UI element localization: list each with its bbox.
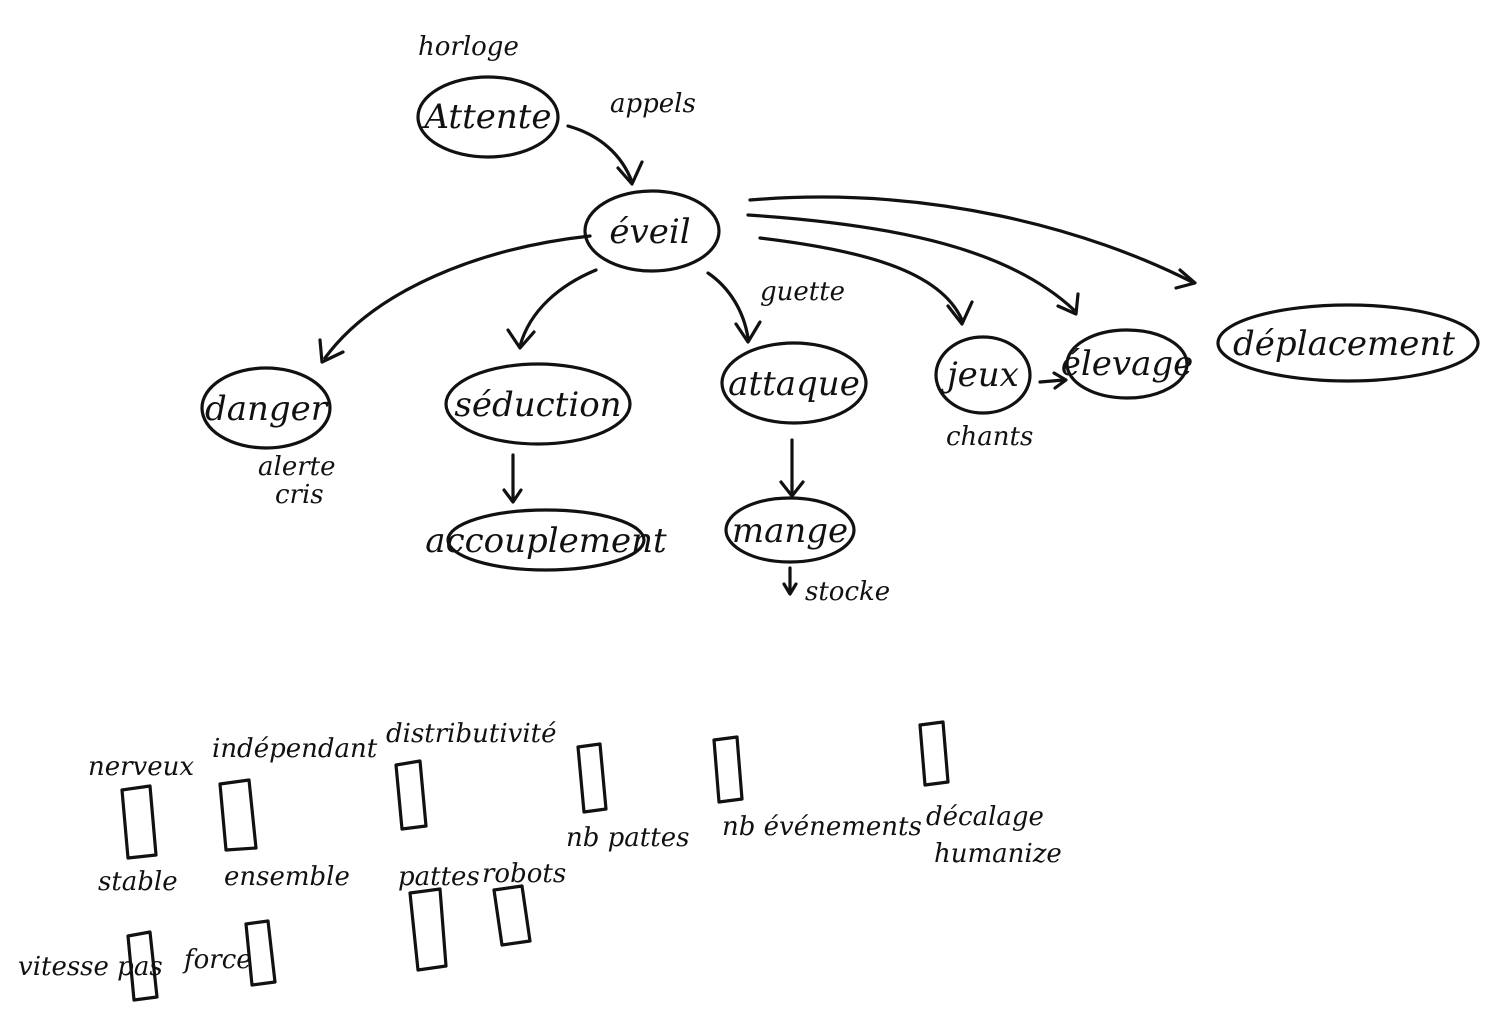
node-seduction-label: séduction (454, 385, 621, 425)
node-danger-shape (200, 366, 332, 450)
slider-force[interactable]: force (182, 919, 277, 987)
node-deplacement-shape (1216, 303, 1480, 383)
node-seduction: séduction (444, 362, 632, 446)
slider-vitesse-pas[interactable]: vitesse pas (18, 930, 163, 1002)
arrowhead-eveil-deplacement (1174, 268, 1197, 290)
edge-eveil-attaque (706, 271, 750, 340)
note-horloge: horloge (418, 32, 519, 62)
node-eveil: éveil (583, 189, 721, 273)
slider-label-humanize: humanize (934, 839, 1062, 869)
note-guette: guette (760, 277, 845, 307)
node-attente-label: Attente (421, 97, 551, 137)
slider-label-stable: stable (98, 867, 178, 897)
edge-eveil-seduction (518, 268, 598, 348)
node-deplacement: déplacement (1216, 303, 1480, 383)
note-alerte: alerte (258, 452, 335, 482)
node-seduction-shape (444, 362, 632, 446)
node-mange: mange (724, 496, 856, 564)
edge-attente-eveil (566, 124, 634, 184)
slider-label-nb-pattes: nb pattes (566, 823, 689, 853)
controls: nerveux stable indépendant ensemble dist… (18, 719, 1062, 1002)
arrowhead-eveil-attaque (734, 320, 762, 344)
slider-track-distributivite[interactable] (394, 759, 428, 831)
slider-track-decalage-humanize[interactable] (918, 720, 950, 787)
node-attente-shape (416, 75, 560, 159)
node-elevage: élevage (1061, 328, 1193, 400)
node-mange-shape (724, 496, 856, 564)
slider-track-nb-pattes[interactable] (576, 742, 608, 814)
arrowhead-eveil-elevage (1056, 292, 1080, 316)
slider-independant-ensemble[interactable]: indépendant ensemble (212, 734, 378, 892)
node-attente: Attente (416, 75, 560, 159)
slider-track-nb-evenements[interactable] (712, 735, 744, 804)
slider-nb-pattes[interactable]: nb pattes (566, 742, 689, 853)
node-deplacement-label: déplacement (1233, 324, 1455, 364)
notes: horloge appels guette alerte cris chants… (258, 32, 1033, 607)
slider-track-independant-ensemble[interactable] (218, 778, 258, 852)
node-elevage-shape (1065, 328, 1189, 400)
slider-label-pattes: pattes (398, 862, 480, 892)
note-chants: chants (946, 422, 1033, 452)
slider-label-vitesse-pas: vitesse pas (18, 952, 163, 982)
arrowhead-attaque-mange (779, 480, 805, 498)
arrowhead-attente-eveil (616, 160, 644, 186)
edge-jeux-elevage (1038, 378, 1066, 384)
slider-label-nb-evenements: nb événements (722, 812, 922, 842)
node-danger-label: danger (205, 389, 329, 429)
arrowhead-jeux-elevage (1052, 371, 1068, 390)
slider-robots[interactable]: robots (482, 859, 566, 947)
arrowhead-seduction-accouplement (502, 488, 523, 504)
slider-nerveux-stable[interactable]: nerveux stable (88, 752, 194, 897)
edges (318, 124, 1197, 596)
node-eveil-label: éveil (609, 212, 690, 252)
node-jeux: jeux (934, 335, 1032, 415)
note-cris: cris (275, 480, 324, 510)
node-attaque-shape (720, 341, 868, 425)
node-jeux-label: jeux (940, 355, 1019, 395)
slider-nb-evenements[interactable]: nb événements (712, 735, 922, 842)
slider-decalage-humanize[interactable]: décalage humanize (918, 720, 1062, 869)
slider-track-force[interactable] (244, 919, 277, 987)
node-accouplement-label: accouplement (425, 521, 667, 561)
arrowhead-mange-stocke (782, 582, 798, 596)
arrowhead-eveil-jeux (946, 300, 974, 326)
edge-eveil-danger (323, 234, 592, 360)
slider-label-distributivite: distributivité (386, 719, 557, 749)
node-jeux-shape (934, 335, 1032, 415)
slider-track-nerveux-stable[interactable] (120, 784, 158, 860)
edge-eveil-elevage (746, 213, 1076, 312)
node-mange-label: mange (732, 511, 848, 551)
slider-label-decalage: décalage (926, 802, 1044, 832)
arrowhead-eveil-seduction (506, 328, 536, 350)
node-attaque-label: attaque (728, 364, 860, 404)
note-stocke: stocke (805, 577, 890, 607)
node-accouplement-shape (446, 508, 646, 572)
node-danger: danger (200, 366, 332, 450)
slider-label-nerveux: nerveux (88, 752, 194, 782)
slider-track-vitesse-pas[interactable] (126, 930, 159, 1002)
slider-pattes[interactable]: pattes (398, 862, 480, 972)
node-attaque: attaque (720, 341, 868, 425)
node-eveil-shape (583, 189, 721, 273)
slider-label-robots: robots (482, 859, 566, 889)
node-accouplement: accouplement (425, 508, 667, 572)
arrowhead-eveil-danger (318, 338, 345, 364)
slider-track-robots[interactable] (492, 884, 532, 947)
slider-track-pattes[interactable] (408, 887, 448, 972)
slider-label-independant: indépendant (212, 734, 378, 764)
note-appels: appels (610, 89, 696, 119)
node-elevage-label: élevage (1061, 344, 1193, 384)
edge-eveil-deplacement (748, 195, 1194, 284)
edge-eveil-jeux (758, 236, 964, 322)
slider-label-ensemble: ensemble (224, 862, 350, 892)
slider-distributivite[interactable]: distributivité (386, 719, 557, 831)
slider-label-force: force (182, 945, 252, 975)
